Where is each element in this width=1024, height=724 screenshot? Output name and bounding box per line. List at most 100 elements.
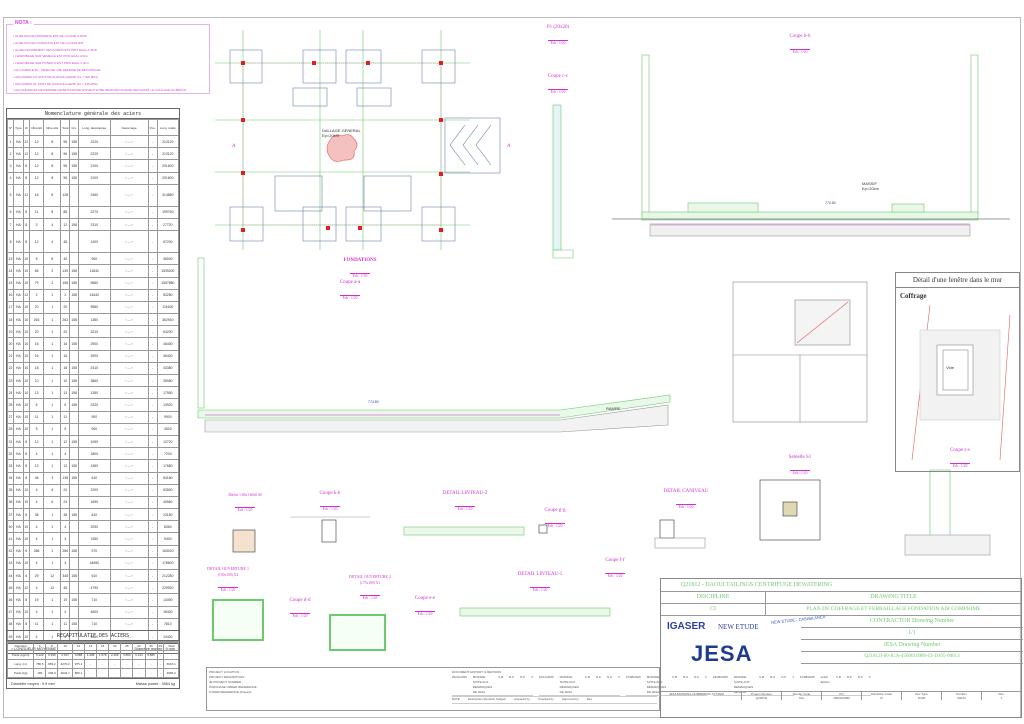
shape-sketch: ⌐‒‒¬ [109,134,149,149]
revision-cell: 19/08/2025 [712,675,728,680]
level-label: 774.80 [825,201,836,205]
recap-title: RECAPITULATIF DES ACIERS [7,631,179,641]
table-cell: 12 [28,230,45,254]
field-label: Doc Type [915,692,928,696]
table-cell: - [156,668,165,678]
table-cell: - [144,668,158,678]
section-mark-left: A [232,144,236,149]
revision-title: DOCUMENT HISTORY & REVISION [452,670,502,674]
field-value: 4500010980 [833,696,850,700]
revision-cell: 26/11/2025 [452,675,467,680]
field-value: 1 [1000,696,1003,700]
table-cell: 201600 [156,171,180,185]
project-info-label: OTHER REFERENCE (if/quant) [209,690,252,694]
note-item: L'ENROBAGE SUR SEMELLE EST PRIS EGAL A 5… [13,53,203,60]
project-title: Q21812 - DAOUI TAILINGS CENTRIFUGE DEWAT… [661,579,1021,592]
shape-sketch: ⌐‒‒¬ [109,171,149,185]
window-drawing [911,304,1011,461]
table-cell: 96 [60,171,71,185]
revision-cell: MODIFIE SUITE AUX REMARQUES DE JESA [472,675,493,695]
revision-cell: R.K [770,675,776,680]
column-header: Façonnage [109,119,149,136]
revision-header: Checked by [537,697,554,702]
revision-cell: 1 [792,675,794,680]
field-value: Q21812I [755,696,768,700]
section-b-b [612,54,1010,237]
notes-title: NOTA : [13,20,34,26]
revision-cell: 10/11/2025 [538,675,554,680]
numbering-label: JESA DRAWING NUMBERING SYSTEM [669,692,724,696]
notes-box: NOTA : LE BETON DE PROPRETE EST DE CLASS… [6,20,210,94]
revision-cell: R.K [683,675,689,680]
table-cell: 12 [60,217,71,232]
revision-cell: R.K [846,675,852,680]
revision-cell: 3 [618,675,620,680]
table-cell: 38 [28,508,45,522]
field-label: Discipline Code [871,692,892,696]
field-value: IGA [798,696,805,700]
igaser-logo: IGASER [667,621,706,632]
column-header: Nbre/élt [28,119,45,136]
revision-cell: N.K [520,675,526,680]
revision-cell: MODIFIE SUITE AUX REMARQUES DE JESA [559,675,579,695]
notes-list: LE BETON DE PROPRETE EST DE CLASSE C15/2… [7,25,209,94]
drawing-title: PLAN DE COFFRAGE ET FERRAILLAGE FONDATIO… [806,606,981,612]
note-item: LE SYMBOLE Ф=.. DESIGNE UNE REPRISE DE B… [13,67,203,74]
field-label: Rev. [998,692,1005,696]
table-cell: 29 [28,568,45,583]
table-cell: 12 [28,171,45,185]
table-cell: 8 [22,171,30,185]
principles-panel [732,281,868,423]
discipline: CI [661,603,766,615]
drawing-frame [3,17,1021,718]
table-cell: 4 [6,171,15,185]
table-cell: 2634.7 [57,668,73,678]
revision-header: Description Revision Subject [467,697,506,702]
project-info-label: PROJECT DESCRIPTION : [209,675,246,679]
window-detail-title: Détail d'une fenêtre dans le mur [896,273,1019,288]
revision-cell: 27/08/2025 [625,675,641,680]
revision-cell: N.K [857,675,863,680]
revision-row: 26/11/2025 MODIFIE SUITE AUX REMARQUES DE… [452,675,533,697]
section-c-c [552,104,574,259]
foundation-plan [215,30,501,250]
table-cell: 1539200 [156,264,180,278]
void-label: Vide [946,365,954,370]
revision-cell: R.K [596,675,602,680]
field-label: Project Number [751,692,772,696]
field-label: PO [839,692,844,696]
revision-cell: 11/08/2025 [799,675,815,680]
